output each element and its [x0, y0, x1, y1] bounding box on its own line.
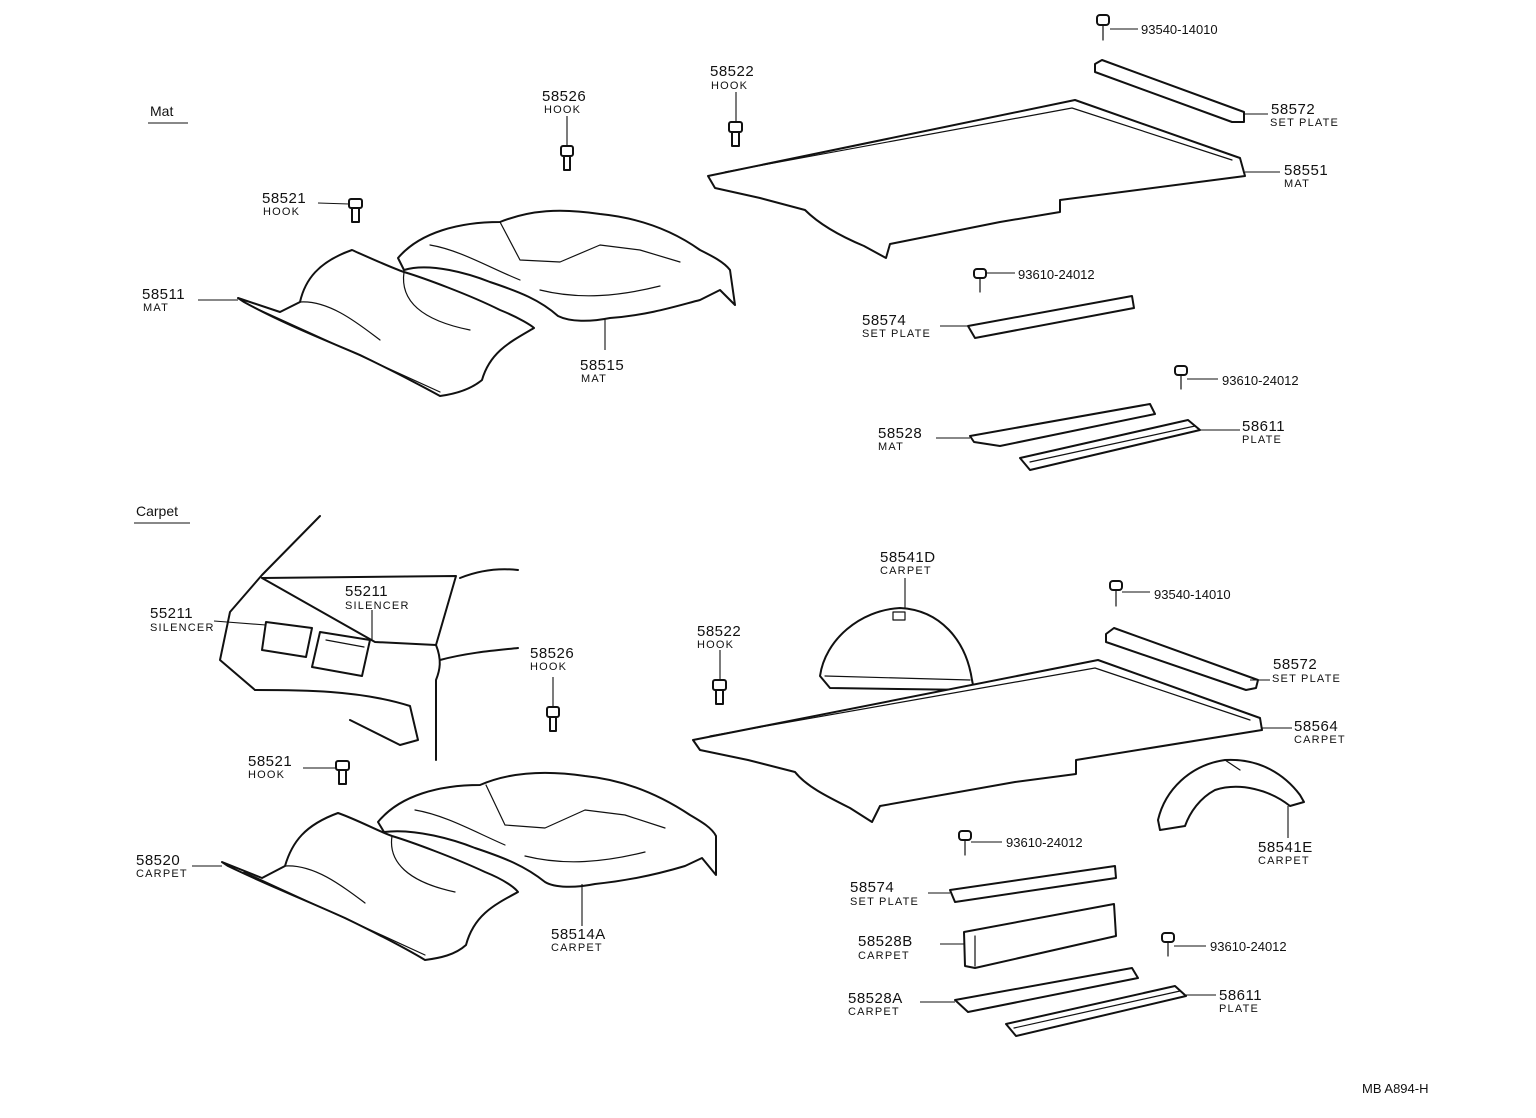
label-58572-carpet-name: SET PLATE: [1272, 673, 1341, 685]
label-58526-carpet-name: HOOK: [530, 661, 567, 673]
hook-clip-58522-mat: [728, 121, 743, 147]
label-58574-mat: 58574: [862, 312, 906, 329]
label-58514A: 58514A: [551, 926, 606, 943]
label-58522-carpet-name: HOOK: [697, 639, 734, 651]
label-58611-carpet-name: PLATE: [1219, 1003, 1259, 1015]
label-58511: 58511: [142, 286, 185, 303]
rear-floor-carpet-58514A: [377, 771, 717, 888]
label-58528B: 58528B: [858, 933, 913, 950]
label-58574-carpet: 58574: [850, 879, 894, 896]
wheel-house-carpet-58541D: [819, 607, 975, 691]
vehicle-body-outline: [219, 515, 519, 761]
side-carpet-58528B: [963, 903, 1117, 969]
set-plate-58574-carpet: [949, 865, 1117, 903]
label-58515-name: MAT: [581, 373, 607, 385]
silencer-55211-left: [261, 621, 313, 658]
label-58521-mat: 58521: [262, 190, 306, 207]
label-93610-24012-carpet-b: 93610-24012: [1210, 939, 1287, 954]
label-58520: 58520: [136, 852, 180, 869]
label-58541E-name: CARPET: [1258, 855, 1310, 867]
label-58551-name: MAT: [1284, 178, 1310, 190]
cargo-mat-58551: [707, 99, 1246, 259]
label-58528A-name: CARPET: [848, 1006, 900, 1018]
label-58511-name: MAT: [143, 302, 169, 314]
label-58611-mat-name: PLATE: [1242, 434, 1282, 446]
screw-93610-24012-mat-a: [973, 268, 987, 293]
label-58541D: 58541D: [880, 549, 936, 566]
label-58522-carpet: 58522: [697, 623, 741, 640]
leader-lines: [192, 28, 1292, 1003]
label-58564-name: CARPET: [1294, 734, 1346, 746]
figure-code: MB A894-H: [1362, 1081, 1428, 1096]
label-58541E: 58541E: [1258, 839, 1313, 856]
screw-93540-14010-carpet: [1109, 580, 1123, 607]
plate-58611-carpet: [1005, 985, 1187, 1037]
label-58611-mat: 58611: [1242, 418, 1285, 435]
cargo-carpet-58564: [692, 659, 1263, 823]
label-58520-name: CARPET: [136, 868, 188, 880]
screw-93610-24012-mat-b: [1174, 365, 1188, 390]
wheel-house-carpet-58541E: [1157, 758, 1305, 831]
screw-93610-24012-carpet-a: [958, 830, 972, 856]
label-58528-name: MAT: [878, 441, 904, 453]
rear-floor-mat-58515: [397, 209, 736, 322]
label-58572-carpet: 58572: [1273, 656, 1317, 673]
label-55211-right-name: SILENCER: [345, 600, 410, 612]
label-93610-24012-mat-b: 93610-24012: [1222, 373, 1299, 388]
silencer-55211-right: [311, 631, 371, 677]
label-93540-14010-carpet: 93540-14010: [1154, 587, 1231, 602]
label-58521-carpet-name: HOOK: [248, 769, 285, 781]
label-58522-mat: 58522: [710, 63, 754, 80]
label-58514A-name: CARPET: [551, 942, 603, 954]
set-plate-58572-mat: [1094, 59, 1245, 123]
label-58528A: 58528A: [848, 990, 903, 1007]
label-93610-24012-carpet-a: 93610-24012: [1006, 835, 1083, 850]
hook-clip-58526-mat: [560, 145, 574, 171]
side-mat-58528: [969, 403, 1156, 447]
set-plate-58572-carpet: [1105, 627, 1259, 691]
hook-clip-58522-carpet: [712, 679, 727, 705]
label-58528B-name: CARPET: [858, 950, 910, 962]
hook-clip-58521-carpet: [335, 760, 350, 785]
label-58526-mat-name: HOOK: [544, 104, 581, 116]
label-58522-mat-name: HOOK: [711, 80, 748, 92]
section-label-mat: Mat: [150, 103, 173, 119]
label-55211-right: 55211: [345, 583, 388, 600]
label-58551: 58551: [1284, 162, 1328, 179]
label-58541D-name: CARPET: [880, 565, 932, 577]
label-58611-carpet: 58611: [1219, 987, 1262, 1004]
side-carpet-58528A: [954, 967, 1139, 1013]
label-58526-carpet: 58526: [530, 645, 574, 662]
label-58574-mat-name: SET PLATE: [862, 328, 931, 340]
label-58572-mat-name: SET PLATE: [1270, 117, 1339, 129]
section-label-carpet: Carpet: [136, 503, 178, 519]
screw-93540-14010-mat: [1096, 14, 1110, 41]
label-58528: 58528: [878, 425, 922, 442]
hook-clip-58526-carpet: [546, 706, 560, 732]
label-58521-carpet: 58521: [248, 753, 292, 770]
label-93540-14010-mat: 93540-14010: [1141, 22, 1218, 37]
hook-clip-58521-mat: [348, 198, 363, 223]
label-58515: 58515: [580, 357, 624, 374]
label-58574-carpet-name: SET PLATE: [850, 896, 919, 908]
label-58521-mat-name: HOOK: [263, 206, 300, 218]
label-93610-24012-mat-a: 93610-24012: [1018, 267, 1095, 282]
label-58526-mat: 58526: [542, 88, 586, 105]
screw-93610-24012-carpet-b: [1161, 932, 1175, 957]
label-55211-left-name: SILENCER: [150, 622, 215, 634]
label-55211-left: 55211: [150, 605, 193, 622]
set-plate-58574-mat: [967, 295, 1135, 339]
label-58572-mat: 58572: [1271, 101, 1315, 118]
label-58564: 58564: [1294, 718, 1338, 735]
